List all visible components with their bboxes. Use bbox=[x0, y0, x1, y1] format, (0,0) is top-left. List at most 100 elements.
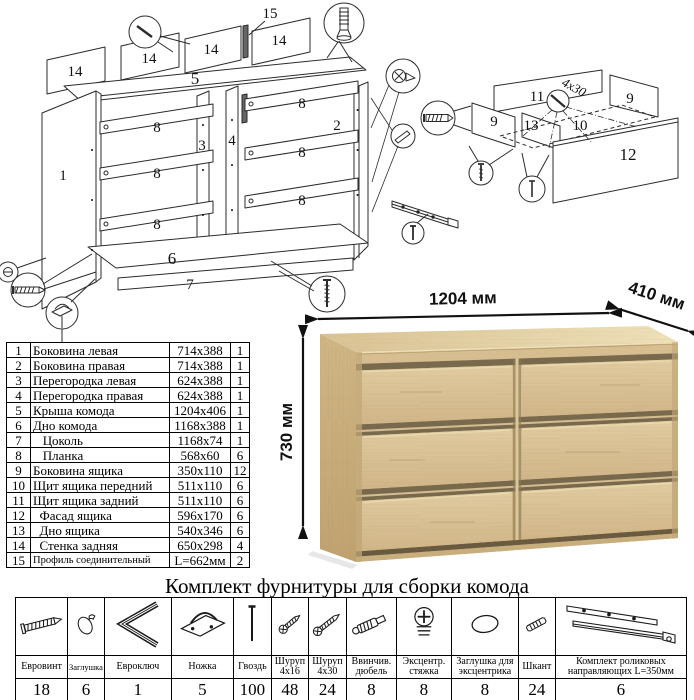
part-num: 12 bbox=[6, 507, 31, 523]
part-label-14d: 14 bbox=[272, 33, 288, 49]
part-name: Боковина ящика bbox=[30, 462, 170, 478]
cam-lock-icon bbox=[414, 607, 434, 636]
dim-width: 1204 мм bbox=[429, 288, 497, 309]
part-size: 1168x388 bbox=[169, 417, 231, 433]
part-num: 3 bbox=[6, 372, 31, 388]
part-num: 9 bbox=[6, 462, 31, 478]
hardware-name: Евровинт bbox=[15, 655, 68, 679]
part-num: 5 bbox=[6, 402, 31, 418]
nail-icon bbox=[248, 605, 256, 641]
euroscrew-icon bbox=[19, 617, 63, 635]
drawer-diagram-labels: 9 9 10 11 12 13 4x30 bbox=[490, 74, 636, 164]
part-label-12: 12 bbox=[620, 145, 637, 164]
part-size: 540x346 bbox=[169, 522, 231, 538]
hardware-qty-row: 18 6 1 5 100 48 24 8 8 8 24 6 bbox=[15, 678, 687, 700]
part-size: 1204x406 bbox=[169, 402, 231, 418]
part-name: Перегородка правая bbox=[30, 387, 170, 403]
part-name: Боковина левая bbox=[30, 342, 170, 358]
part-label-3: 3 bbox=[198, 138, 206, 154]
part-name: Фасад ящика bbox=[30, 507, 170, 523]
part-num: 4 bbox=[6, 387, 31, 403]
hardware-qty: 100 bbox=[232, 678, 272, 700]
part-qty: 6 bbox=[230, 522, 250, 538]
drawer-exploded-diagram bbox=[391, 69, 679, 245]
part-label-14c: 14 bbox=[204, 42, 220, 58]
part-qty: 6 bbox=[230, 477, 250, 493]
hardware-name: Ввинчив. дюбель bbox=[345, 655, 397, 679]
part-label-8b: 8 bbox=[153, 166, 161, 182]
hardware-name: Комплект роликовых направляющих L=350мм bbox=[554, 655, 687, 679]
part-label-8d: 8 bbox=[298, 96, 306, 112]
hardware-qty: 5 bbox=[170, 678, 234, 700]
part-qty: 2 bbox=[230, 552, 250, 568]
part-label-14b: 14 bbox=[142, 51, 158, 67]
carcass-diagram-labels: 1 2 3 4 5 6 7 8 8 8 8 8 8 14 14 14 14 15 bbox=[59, 6, 341, 293]
part-qty: 1 bbox=[230, 357, 250, 373]
hexkey-icon bbox=[115, 601, 159, 648]
dim-height: 730 мм bbox=[277, 403, 296, 461]
part-num: 10 bbox=[6, 477, 31, 493]
part-label-9b: 9 bbox=[626, 91, 634, 107]
hardware-qty: 8 bbox=[450, 678, 519, 700]
part-num: 13 bbox=[6, 522, 31, 538]
part-num: 7 bbox=[6, 432, 31, 448]
part-name: Крыша комода bbox=[30, 402, 170, 418]
hardware-qty: 8 bbox=[395, 678, 452, 700]
hardware-name: Шуруп 4x16 bbox=[270, 655, 309, 679]
dresser-photo bbox=[308, 326, 679, 569]
hardware-names-row: Евровинт Заглушка Евроключ Ножка Гвоздь … bbox=[15, 655, 687, 679]
part-name: Стенка задняя bbox=[30, 537, 170, 553]
hardware-qty: 6 bbox=[554, 678, 687, 700]
carcass-exploded-diagram bbox=[0, 2, 421, 343]
part-size: 596x170 bbox=[169, 507, 231, 523]
cam-cap-icon bbox=[471, 614, 499, 634]
part-size: 1168x74 bbox=[169, 432, 231, 448]
hardware-name: Заглушка bbox=[67, 655, 105, 679]
hardware-table: Евровинт Заглушка Евроключ Ножка Гвоздь … bbox=[15, 597, 687, 700]
part-label-14a: 14 bbox=[68, 64, 84, 80]
part-qty: 1 bbox=[230, 342, 250, 358]
hardware-name: Шкант bbox=[517, 655, 556, 679]
part-size: 714x388 bbox=[169, 342, 231, 358]
part-size: 624x388 bbox=[169, 387, 231, 403]
part-qty: 6 bbox=[230, 492, 250, 508]
part-label-8f: 8 bbox=[298, 193, 306, 209]
part-qty: 4 bbox=[230, 537, 250, 553]
part-label-11: 11 bbox=[530, 89, 544, 105]
dowel-pin-icon bbox=[525, 617, 547, 632]
part-size: 714x388 bbox=[169, 357, 231, 373]
part-name: Перегородка левая bbox=[30, 372, 170, 388]
part-name: Цоколь bbox=[30, 432, 170, 448]
hardware-name: Шуруп 4x30 bbox=[307, 655, 347, 679]
part-qty: 1 bbox=[230, 372, 250, 388]
part-label-1: 1 bbox=[59, 168, 67, 184]
part-name: Профиль соединительный bbox=[30, 552, 170, 568]
part-qty: 6 bbox=[230, 507, 250, 523]
hardware-qty: 8 bbox=[345, 678, 397, 700]
part-size: 511x110 bbox=[169, 492, 231, 508]
hardware-qty: 6 bbox=[67, 678, 105, 700]
part-label-4: 4 bbox=[228, 133, 236, 149]
part-qty: 1 bbox=[230, 402, 250, 418]
part-name: Щит ящика задний bbox=[30, 492, 170, 508]
part-size: 650x298 bbox=[169, 537, 231, 553]
part-label-8a: 8 bbox=[153, 120, 161, 136]
part-label-2: 2 bbox=[333, 118, 341, 134]
hardware-qty: 24 bbox=[307, 678, 347, 700]
screw-4x16-icon bbox=[278, 614, 302, 634]
part-label-8c: 8 bbox=[153, 217, 161, 233]
part-size: 511x110 bbox=[169, 477, 231, 493]
hardware-qty: 18 bbox=[15, 678, 68, 700]
part-num: 14 bbox=[6, 537, 31, 553]
